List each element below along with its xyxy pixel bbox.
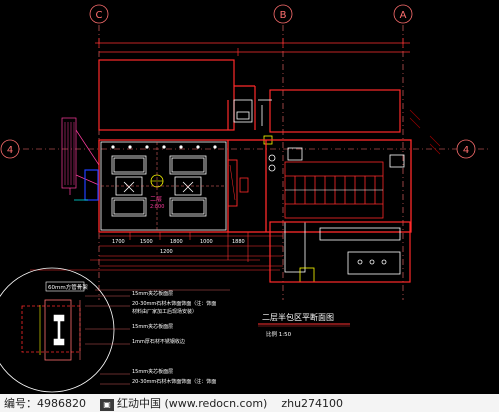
plan-scale: 比例 1:50 <box>266 330 292 338</box>
watermark-bar: 编号：4986820 ▣红动中国 (www.redocn.com) zhu274… <box>0 394 499 412</box>
room-dashed-lines <box>101 142 226 230</box>
grid-bubble-left: 4 <box>0 139 20 159</box>
blue-section-marker <box>84 169 99 201</box>
watermark-id: 编号：4986820 <box>4 397 86 410</box>
grid-lines <box>10 25 490 300</box>
upper-walls <box>98 59 401 133</box>
grid-bubble-top-a: A <box>393 4 413 24</box>
dim-label-d: 1000 <box>200 239 213 245</box>
lower-right-room <box>284 221 401 283</box>
note-7: 20-30mm石材木饰面饰面（注：饰面 <box>132 378 216 385</box>
grid-label-b: B <box>280 10 287 21</box>
plan-title: 二层半包区平断面图 <box>262 312 334 322</box>
dim-label-f: 1200 <box>160 249 173 255</box>
material-notes: 15mm夹芯板面层 20-30mm石材木饰面饰面（注：饰面 材料由厂家加工后现场… <box>95 289 230 385</box>
grid-label-right: 4 <box>463 145 469 156</box>
grid-label-a: A <box>400 10 407 21</box>
watermark-user: zhu274100 <box>281 396 344 410</box>
grid-bubble-right: 4 <box>456 139 476 159</box>
grid-bubble-top-c: C <box>89 4 109 24</box>
center-partition <box>227 159 238 207</box>
hatched-wall-stubs <box>409 109 441 155</box>
watermark-site: ▣红动中国 (www.redocn.com) <box>100 395 267 411</box>
note-4: 15mm夹芯板面层 <box>132 323 173 330</box>
mid-dimension-text: 1700 1500 1800 1000 1880 1200 <box>112 239 245 255</box>
note-3: 材料由厂家加工后现场安装） <box>132 308 197 315</box>
partition-diagonal <box>229 164 236 201</box>
cad-drawing-canvas: C B A 4 4 <box>0 4 490 393</box>
right-room-fixtures <box>239 147 405 193</box>
drawing-title-block: 二层半包区平断面图 比例 1:50 <box>258 312 350 338</box>
center-note-1: 二层 <box>150 196 162 203</box>
upper-small-fixture <box>233 99 272 126</box>
lower-right-walls <box>269 221 411 283</box>
dim-label-a: 1700 <box>112 239 125 245</box>
watermark-site-text: 红动中国 (www.redocn.com) <box>117 397 268 410</box>
detail-callout: 60mm方管骨架 <box>0 267 115 393</box>
dim-label-c: 1800 <box>170 239 183 245</box>
grid-bubble-top-b: B <box>273 4 293 24</box>
booth-left <box>111 155 147 217</box>
staircase <box>284 161 384 219</box>
site-logo-icon: ▣ <box>100 399 114 411</box>
dim-label-b: 1500 <box>140 239 153 245</box>
detail-title: 60mm方管骨架 <box>48 283 88 291</box>
ceiling-lights <box>111 145 217 149</box>
top-dimension-lines <box>95 38 410 56</box>
grid-label-left: 4 <box>7 145 13 156</box>
note-6: 15mm夹芯板面层 <box>132 368 173 375</box>
left-callout-text-hatch <box>64 122 75 185</box>
note-1: 15mm夹芯板面层 <box>132 290 173 297</box>
note-2: 20-30mm石材木饰面饰面（注：饰面 <box>132 300 216 307</box>
note-leaders <box>30 259 280 271</box>
grid-label-c: C <box>96 10 103 21</box>
left-callouts <box>61 117 100 195</box>
main-walls <box>98 139 412 233</box>
note-leader-lines <box>85 295 130 385</box>
dim-label-e: 1880 <box>232 239 245 245</box>
note-5: 1mm厚石材不锈钢收边 <box>132 338 185 345</box>
mid-dimension-lines <box>99 232 283 267</box>
